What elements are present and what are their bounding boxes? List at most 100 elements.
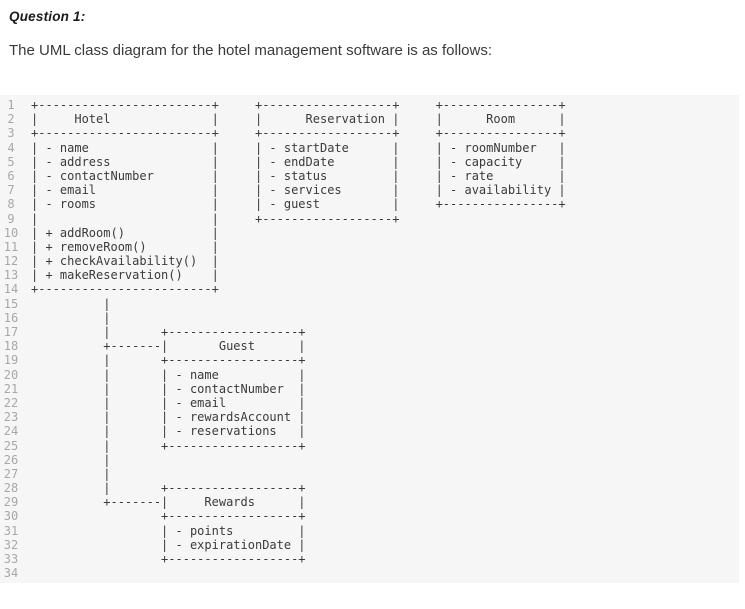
code-text: | | - rewardsAccount | (31, 410, 306, 425)
line-number: 19 (3, 353, 19, 368)
code-text: | + makeReservation() | (31, 268, 219, 283)
code-line: 10 | + addRoom() | (0, 226, 739, 240)
code-text: | | - reservations | (31, 424, 306, 439)
code-line: 15 | (0, 297, 739, 311)
code-line: 11 | + removeRoom() | (0, 240, 739, 254)
code-text: | - rooms | | - guest | +---------------… (31, 197, 566, 212)
code-text: | +------------------+ (31, 481, 306, 496)
line-number: 32 (3, 537, 19, 552)
code-line: 17 | +------------------+ (0, 325, 739, 339)
code-line: 5 | - address | | - endDate | | - capacit… (0, 155, 739, 169)
line-number: 5 (7, 154, 15, 169)
line-number: 34 (3, 566, 19, 581)
code-text: +------------------+ (31, 552, 306, 566)
code-line: 34 (0, 566, 739, 580)
code-text: | | - contactNumber | (31, 381, 306, 396)
code-line: 31 | - points | (0, 524, 739, 538)
line-number: 14 (3, 282, 19, 297)
code-line: 28 | +------------------+ (0, 481, 739, 495)
code-lines-container: 1 +------------------------+ +-----------… (0, 98, 739, 580)
line-number: 1 (7, 98, 15, 112)
code-text: | - email | | - services | | - availabil… (31, 183, 566, 198)
code-text: | Hotel | | Reservation | | Room | (31, 112, 566, 127)
line-number: 31 (3, 523, 19, 538)
line-number: 22 (3, 395, 19, 410)
code-text: | (31, 296, 111, 311)
code-line: 21 | | - contactNumber | (0, 382, 739, 396)
line-number: 27 (3, 466, 19, 481)
uml-code-block: 1 +------------------------+ +-----------… (0, 95, 739, 584)
line-number: 20 (3, 367, 19, 382)
line-number: 25 (3, 438, 19, 453)
code-line: 25 | +------------------+ (0, 439, 739, 453)
code-line: 13 | + makeReservation() | (0, 268, 739, 282)
code-line: 7 | - email | | - services | | - availabi… (0, 183, 739, 197)
code-text: | +------------------+ (31, 353, 306, 368)
code-text: | - name | | - startDate | | - roomNumbe… (31, 140, 566, 155)
code-line: 14 +------------------------+ (0, 282, 739, 296)
code-line: 6| - contactNumber | | - status | | - ra… (0, 169, 739, 183)
code-line: 32 | - expirationDate | (0, 538, 739, 552)
code-line: 3 +------------------------+ +-----------… (0, 126, 739, 140)
line-number: 28 (3, 481, 19, 496)
code-line: 2 | Hotel | | Reservation | | Room | (0, 112, 739, 126)
line-number: 13 (3, 268, 19, 283)
line-number: 3 (7, 126, 15, 141)
code-text: | + addRoom() | (31, 225, 219, 240)
intro-text: The UML class diagram for the hotel mana… (9, 42, 492, 59)
code-line: 18 +-------| Guest | (0, 339, 739, 353)
line-number: 2 (7, 112, 15, 127)
code-line: 1 +------------------------+ +-----------… (0, 98, 739, 112)
code-line: 19 | +------------------+ (0, 353, 739, 367)
line-number: 17 (3, 325, 19, 339)
code-text: | (31, 310, 111, 325)
code-line: 9 | | +------------------+ (0, 212, 739, 226)
code-text: +------------------------+ +------------… (31, 126, 566, 141)
code-text: | - address | | - endDate | | - capacity… (31, 154, 566, 169)
line-number: 12 (3, 254, 19, 269)
line-number: 33 (3, 552, 19, 566)
line-number: 11 (3, 239, 19, 254)
line-number: 18 (3, 339, 19, 354)
code-line: 4 | - name | | - startDate | | - roomNumb… (0, 141, 739, 155)
code-text: +------------------+ (31, 509, 306, 524)
code-text: | + removeRoom() | (31, 239, 219, 254)
line-number: 7 (7, 183, 15, 198)
code-text: | +------------------+ (31, 325, 306, 339)
line-number: 21 (3, 381, 19, 396)
line-number: 23 (3, 410, 19, 425)
code-line: 12 | + checkAvailability() | (0, 254, 739, 268)
code-text: | + checkAvailability() | (31, 254, 219, 269)
code-line: 30 +------------------+ (0, 509, 739, 523)
code-line: 33 +------------------+ (0, 552, 739, 566)
line-number: 8 (7, 197, 15, 212)
code-line: 8 | - rooms | | - guest | +--------------… (0, 197, 739, 211)
code-text: +------------------------+ +------------… (31, 98, 566, 112)
code-line: 22 | | - email | (0, 396, 739, 410)
code-text: | | - name | (31, 367, 306, 382)
code-text: | - points | (31, 523, 306, 538)
code-text: | | +------------------+ (31, 211, 400, 226)
line-number: 16 (3, 310, 19, 325)
code-line: 16 | (0, 311, 739, 325)
code-line: 20 | | - name | (0, 368, 739, 382)
code-text: | (31, 466, 111, 481)
line-number: 26 (3, 452, 19, 467)
line-number: 6 (7, 168, 15, 183)
code-line: 24 | | - reservations | (0, 424, 739, 438)
line-number: 10 (3, 225, 19, 240)
code-text: | | - email | (31, 395, 306, 410)
code-line: 23 | | - rewardsAccount | (0, 410, 739, 424)
code-line: 26 | (0, 453, 739, 467)
line-number: 30 (3, 509, 19, 524)
code-text: +-------| Rewards | (31, 495, 306, 510)
line-number: 4 (7, 140, 15, 155)
code-text: +-------| Guest | (31, 339, 306, 354)
code-text: | +------------------+ (31, 438, 306, 453)
code-text: | - expirationDate | (31, 537, 306, 552)
code-text: +------------------------+ (31, 282, 219, 297)
line-number: 15 (3, 296, 19, 311)
line-number: 9 (7, 211, 15, 226)
line-number: 24 (3, 424, 19, 439)
